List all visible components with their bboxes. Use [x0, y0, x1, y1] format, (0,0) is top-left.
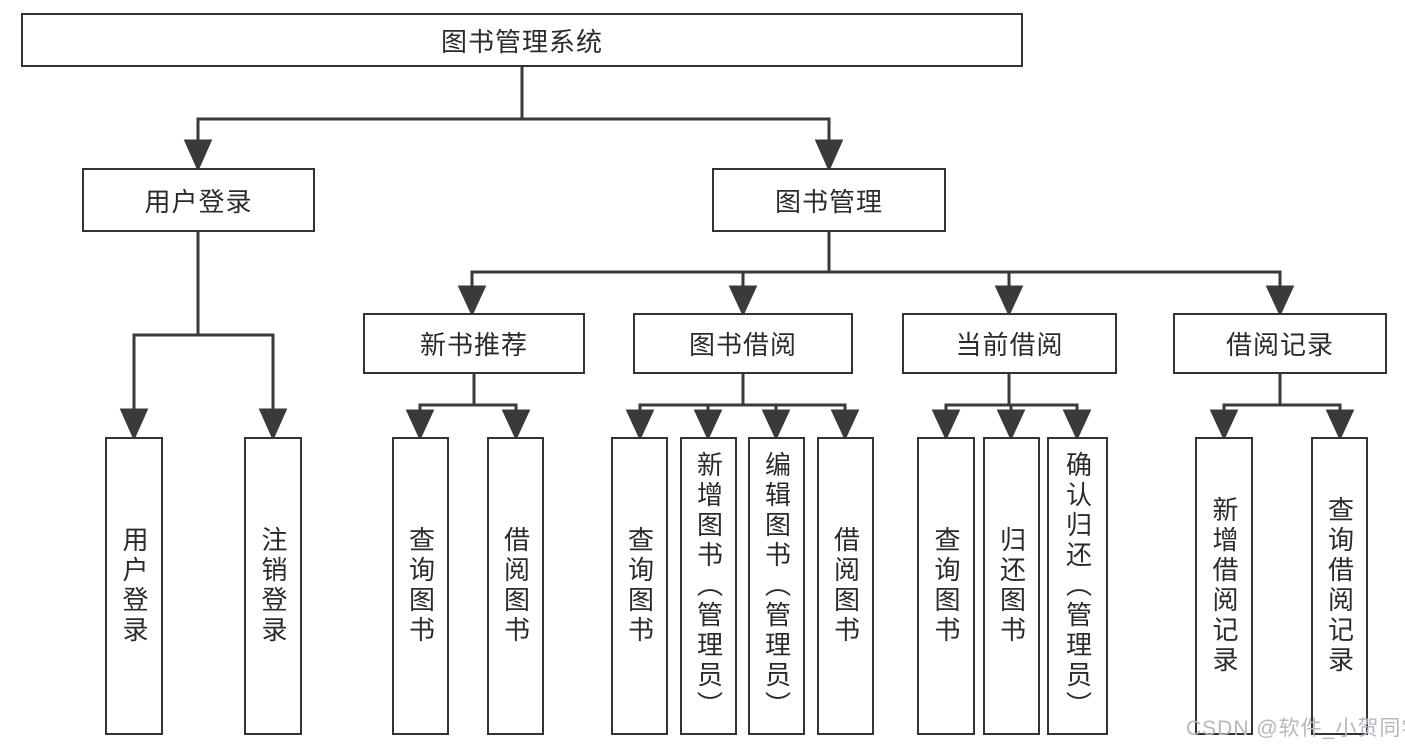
- leaf-records-query-record: 查询借阅记录: [1311, 437, 1368, 735]
- watermark: CSDN @软件_小贺同学: [1186, 717, 1405, 740]
- node-current-borrow: 当前借阅: [902, 313, 1117, 374]
- leaf-records-add-record: 新增借阅记录: [1195, 437, 1253, 735]
- node-new-books: 新书推荐: [363, 313, 585, 374]
- node-book-borrow: 图书借阅: [633, 313, 853, 374]
- node-borrow-records: 借阅记录: [1173, 313, 1387, 374]
- leaf-borrow-add-books-admin: 新增图书（管理员）: [680, 437, 737, 735]
- node-root: 图书管理系统: [21, 13, 1023, 67]
- connector-currentborrow-to-leaves: [931, 374, 1092, 441]
- leaf-current-query-books: 查询图书: [917, 437, 975, 735]
- connector-records-to-leaves: [1209, 374, 1355, 441]
- connector-bookmgmt-to-level3: [457, 232, 1295, 317]
- leaf-user-login: 用户登录: [105, 437, 163, 735]
- leaf-borrow-query-books: 查询图书: [611, 437, 668, 735]
- leaf-current-confirm-return-admin: 确认归还（管理员）: [1047, 437, 1108, 735]
- leaf-newbooks-borrow-books: 借阅图书: [487, 437, 544, 735]
- leaf-borrow-borrow-books: 借阅图书: [817, 437, 874, 735]
- leaf-current-return-books: 归还图书: [983, 437, 1040, 735]
- connector-root-to-level2: [183, 67, 844, 172]
- leaf-borrow-edit-books-admin: 编辑图书（管理员）: [748, 437, 805, 735]
- node-book-mgmt: 图书管理: [712, 168, 946, 232]
- connector-bookborrow-to-leaves: [625, 374, 860, 441]
- node-user-login: 用户登录: [82, 168, 315, 232]
- connector-login-to-leaves: [119, 232, 288, 441]
- leaf-logout: 注销登录: [244, 437, 302, 735]
- connector-newbooks-to-leaves: [405, 374, 531, 441]
- leaf-newbooks-query-books: 查询图书: [392, 437, 449, 735]
